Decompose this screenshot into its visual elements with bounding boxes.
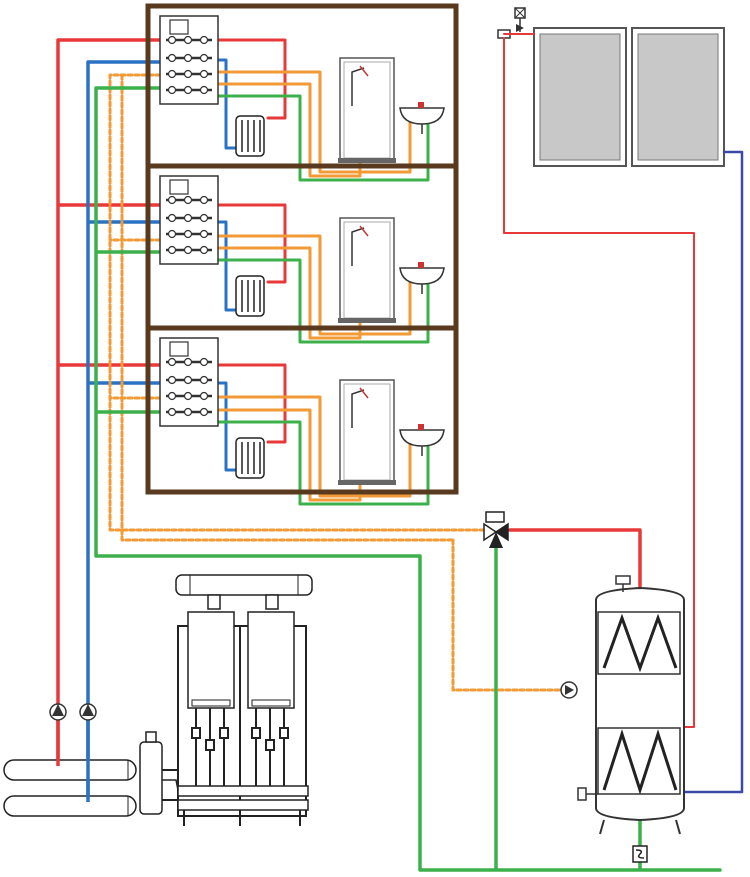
manifold-unit xyxy=(159,15,219,105)
manifold-unit xyxy=(159,175,219,265)
hot-water-supply-column xyxy=(120,73,455,542)
wash-basin xyxy=(399,262,445,294)
storage-tank xyxy=(577,575,685,835)
three-way-valve-icon xyxy=(483,511,509,548)
solar-flow-pipe xyxy=(503,33,695,728)
hot-water-circulation-pipe xyxy=(108,73,562,692)
shower-cabin xyxy=(338,217,396,323)
flue-pipe-icon xyxy=(175,574,313,610)
shower-cabin xyxy=(338,57,396,163)
boiler-valve-stacks xyxy=(191,708,289,790)
expansion-valve-icon xyxy=(632,845,648,863)
tank-drain-valve xyxy=(577,787,598,801)
header-pipes xyxy=(3,759,137,817)
hydraulic-separator xyxy=(139,731,179,815)
air-vent-icon xyxy=(514,7,526,32)
floor-2 xyxy=(159,175,445,323)
cold-water-main xyxy=(94,86,722,872)
pump-icon xyxy=(560,681,578,699)
shower-cabin xyxy=(338,379,396,485)
floor-fixtures xyxy=(159,15,445,485)
solar-return-pipe xyxy=(678,150,744,794)
floor-branch-pipes xyxy=(216,38,430,506)
collector-panel-right xyxy=(631,27,725,167)
dhw-tank-outlet-pipe xyxy=(508,528,642,594)
building-frame xyxy=(145,3,459,495)
pump-icon xyxy=(79,703,97,721)
pump-icon xyxy=(49,703,67,721)
upper-coil xyxy=(597,611,681,675)
boiler-left xyxy=(187,611,235,709)
boiler-plant xyxy=(3,574,313,826)
radiator xyxy=(235,437,265,479)
radiator xyxy=(235,275,265,317)
boiler-right xyxy=(247,611,295,709)
radiator xyxy=(235,115,265,157)
lower-coil xyxy=(597,727,681,795)
floor-1 xyxy=(159,337,445,485)
floor-3 xyxy=(159,15,445,163)
solar-collector-array xyxy=(497,7,725,167)
collector-panel-left xyxy=(533,27,627,167)
boiler-collector-manifold xyxy=(177,785,309,826)
wash-basin xyxy=(399,424,445,456)
wash-basin xyxy=(399,102,445,134)
manifold-unit xyxy=(159,337,219,427)
